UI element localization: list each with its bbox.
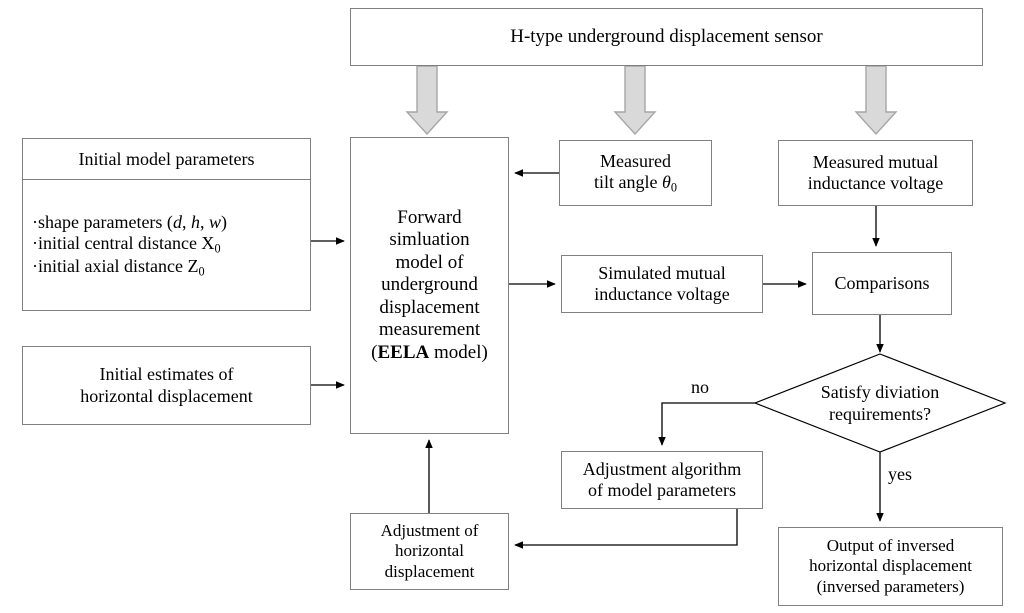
params-header: Initial model parameters <box>23 139 310 181</box>
edge-adjalg-to-adjhoriz <box>514 509 738 549</box>
edge-decision-no-to-adjalg <box>658 402 758 446</box>
node-adjustment-algorithm: Adjustment algorithm of model parameters <box>561 451 763 509</box>
params-item-central-distance: ·initial central distance X0 <box>32 233 310 256</box>
params-list: ·shape parameters (d, h, w) ·initial cen… <box>23 180 310 310</box>
adjhoriz-line-3: displacement <box>384 561 475 581</box>
block-arrow-to-tilt <box>613 65 657 136</box>
node-measured-mutual-inductance-voltage: Measured mutual inductance voltage <box>778 140 973 206</box>
tilt-line-1: Measured <box>600 150 671 171</box>
params-symbol-w: w <box>208 211 221 232</box>
forward-line-7: (EELA model) <box>371 342 488 364</box>
output-line-3: (inversed parameters) <box>816 576 965 596</box>
node-forward-simulation-model: Forward simluation model of underground … <box>350 137 509 434</box>
params-sep-1: , <box>181 211 191 232</box>
forward-line-1: Forward <box>397 207 462 229</box>
tilt-line-2: tilt angle θ0 <box>594 172 677 195</box>
forward-line-4: underground <box>381 274 478 296</box>
params-item-shape-suffix: ) <box>220 211 227 232</box>
measured-line-1: Measured mutual <box>812 151 939 172</box>
forward-line-5: displacement <box>379 296 480 318</box>
adjhoriz-line-2: horizontal <box>395 541 464 561</box>
decision-line-2: requirements? <box>829 403 931 424</box>
tilt-theta-symbol: θ <box>662 172 671 193</box>
block-arrow-to-measured <box>854 65 898 136</box>
forward-line-2: simluation <box>389 229 470 251</box>
adjalg-line-2: of model parameters <box>588 480 736 500</box>
params-item-axial-text: ·initial axial distance Z <box>32 255 199 276</box>
comparisons-label: Comparisons <box>834 272 930 293</box>
params-symbol-d: d <box>172 211 182 232</box>
node-sensor-title: H-type underground displacement sensor <box>350 8 983 66</box>
tilt-label-text: tilt angle <box>594 172 662 193</box>
node-decision-satisfy-deviation: Satisfy diviation requirements? <box>752 351 1008 456</box>
node-initial-estimates: Initial estimates of horizontal displace… <box>22 346 311 425</box>
params-sep-2: , <box>199 211 209 232</box>
adjalg-line-1: Adjustment algorithm <box>582 458 742 479</box>
adjhoriz-line-1: Adjustment of <box>380 521 479 541</box>
node-comparisons: Comparisons <box>812 252 952 315</box>
edge-label-no: no <box>691 377 709 397</box>
block-arrow-to-forward <box>405 65 449 136</box>
params-item-central-text: ·initial central distance X <box>32 232 215 253</box>
simulated-line-2: inductance voltage <box>594 284 730 304</box>
node-adjustment-horizontal-displacement: Adjustment of horizontal displacement <box>350 513 509 590</box>
params-symbol-h: h <box>190 211 200 232</box>
params-item-axial-sub: 0 <box>198 264 205 279</box>
params-item-axial-distance: ·initial axial distance Z0 <box>32 256 310 279</box>
sensor-title-text: H-type underground displacement sensor <box>510 25 823 47</box>
tilt-theta-sub: 0 <box>670 180 677 195</box>
node-initial-model-parameters: Initial model parameters ·shape paramete… <box>22 138 311 311</box>
forward-line-3: model of <box>395 251 464 273</box>
measured-line-2: inductance voltage <box>807 173 944 193</box>
forward-model-suffix: model) <box>429 341 488 363</box>
forward-eela-label: EELA <box>377 341 430 363</box>
node-output-inversed-displacement: Output of inversed horizontal displaceme… <box>778 527 1003 606</box>
params-item-shape: ·shape parameters (d, h, w) <box>32 212 310 233</box>
node-measured-tilt-angle: Measured tilt angle θ0 <box>559 140 712 206</box>
params-item-central-sub: 0 <box>214 241 221 256</box>
node-decision-shape <box>753 353 1007 453</box>
params-item-shape-prefix: ·shape parameters ( <box>32 211 173 232</box>
estimate-line-1: Initial estimates of <box>99 364 234 385</box>
forward-paren-open: ( <box>371 341 378 363</box>
decision-line-1: Satisfy diviation <box>820 382 940 403</box>
simulated-line-1: Simulated mutual <box>598 262 726 283</box>
forward-line-6: measurement <box>378 319 481 341</box>
output-line-2: horizontal displacement <box>809 556 972 576</box>
output-line-1: Output of inversed <box>826 536 955 556</box>
estimate-line-2: horizontal displacement <box>80 385 253 406</box>
edge-label-yes: yes <box>888 464 912 484</box>
node-simulated-mutual-inductance-voltage: Simulated mutual inductance voltage <box>561 255 763 313</box>
